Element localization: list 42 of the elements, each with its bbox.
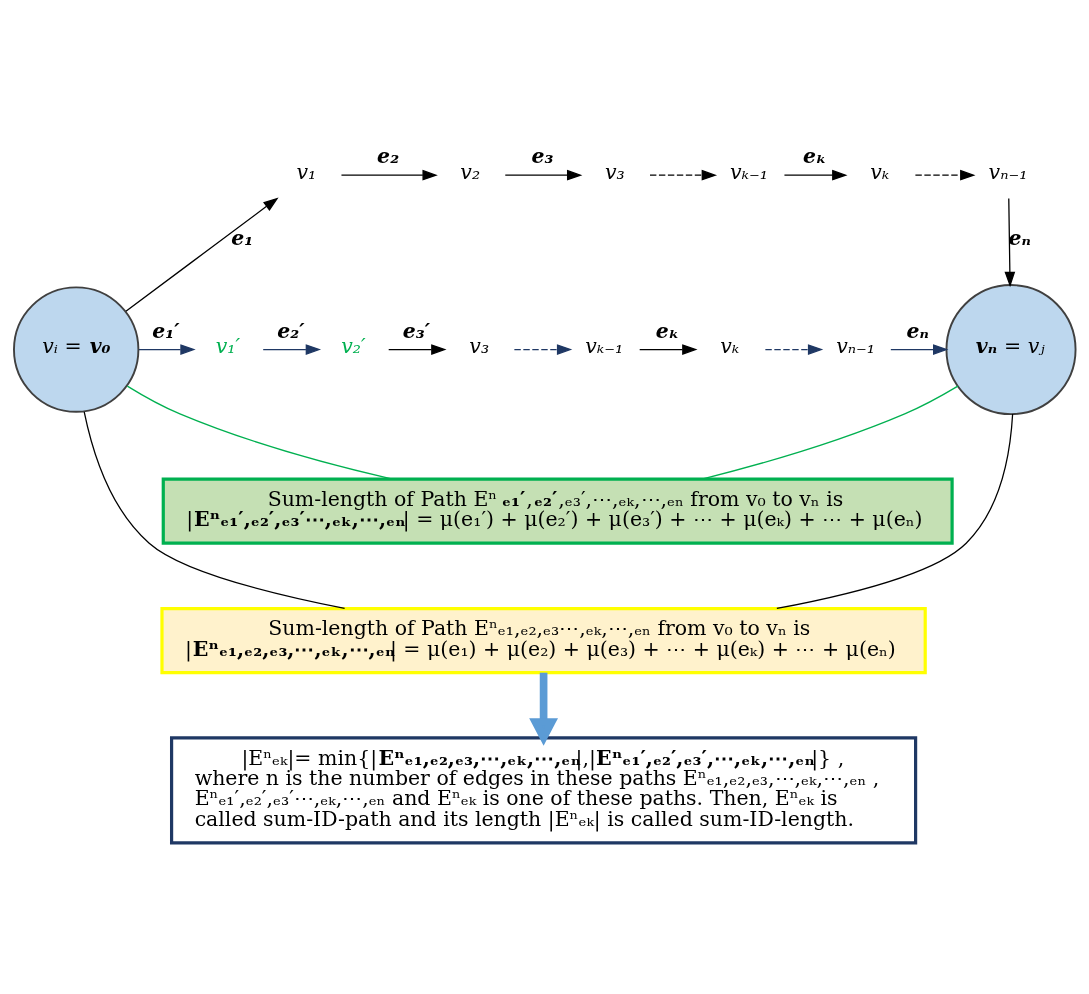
arrow	[639, 343, 698, 355]
node-circle: vₙ = vⱼ	[945, 283, 1077, 415]
edge-label: e₁	[231, 225, 254, 250]
edge-label: eₙ	[906, 318, 929, 343]
edge-label: e₂′	[277, 318, 305, 343]
arrow	[340, 169, 438, 181]
connector	[83, 410, 346, 609]
node-text: vₖ	[870, 159, 890, 184]
arrow	[764, 343, 824, 355]
edge-label: e₃	[531, 143, 554, 168]
edge-label: eₖ	[655, 318, 680, 343]
node-text: v₂	[460, 159, 481, 184]
arrow	[914, 169, 976, 181]
node-circle: vᵢ = v₀	[13, 285, 140, 413]
edge-label: eₙ	[1008, 225, 1031, 250]
arrow	[388, 343, 447, 355]
node-text: v₃	[469, 333, 490, 358]
node-text: v₃	[605, 159, 625, 184]
arrow	[513, 343, 573, 355]
node-text: v₁′	[215, 333, 241, 358]
node-text: vₙ₋₁	[836, 333, 876, 358]
connector	[701, 385, 959, 480]
node-text: vₖ	[720, 333, 740, 358]
arrow	[1004, 197, 1016, 287]
node-text: vₖ₋₁	[729, 159, 768, 184]
arrow	[125, 196, 279, 312]
arrow	[890, 343, 949, 355]
connector	[776, 412, 1014, 609]
edge-label: e₁′	[152, 318, 180, 343]
arrow	[783, 169, 848, 181]
arrow	[138, 343, 196, 355]
arrow	[262, 343, 322, 355]
arrow	[649, 169, 717, 181]
edge-label: e₃′	[402, 318, 431, 343]
node-text: v₂′	[341, 333, 366, 358]
node-text: vₙ₋₁	[988, 159, 1028, 184]
edge-label: eₖ	[802, 143, 827, 168]
edge-label: e₂	[377, 143, 400, 168]
arrow	[529, 672, 558, 746]
node-text: v₁	[296, 159, 317, 184]
arrow	[504, 169, 583, 181]
node-text: vₖ₋₁	[585, 333, 624, 358]
